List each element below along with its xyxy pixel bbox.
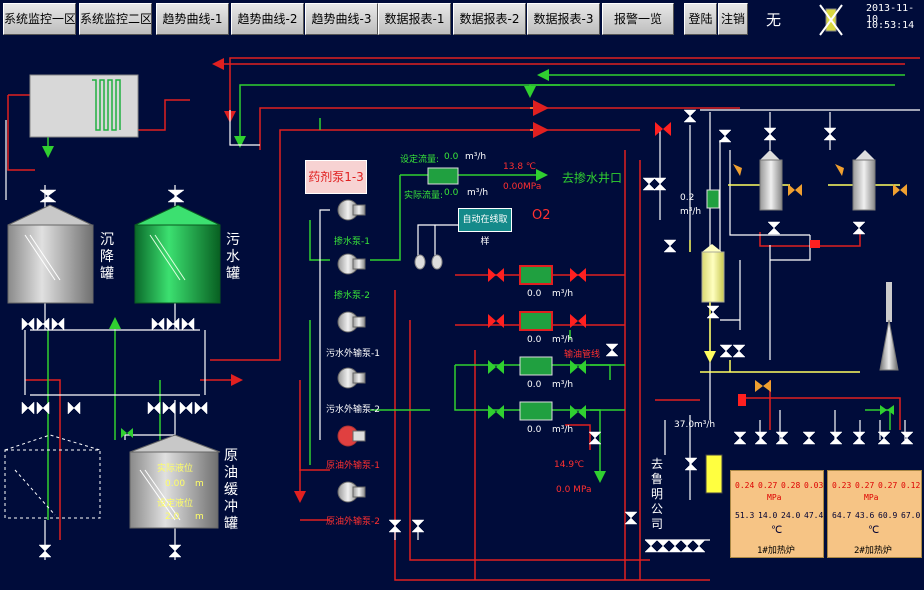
meter-1-unit: m³/h — [552, 289, 574, 299]
actual-flow-unit: m³/h — [467, 188, 489, 198]
oil-pipe-label: 输油管线 — [564, 350, 601, 360]
gas-flow2-value: 37.0 — [674, 420, 695, 430]
furnace-2-temp-3: 60.9 — [878, 511, 898, 520]
current-user: 无 — [766, 11, 782, 29]
oil-pressure: 0.0 MPa — [556, 485, 592, 495]
nav-button-monitor-1[interactable]: 系统监控一区 — [3, 3, 76, 35]
furnace-1-temp-1: 51.3 — [735, 511, 755, 520]
pump-label-sewage-1: 污水外输泵-1 — [326, 349, 380, 359]
furnace-1-pressure-unit: MPa — [767, 493, 782, 502]
pump-label-water-2: 掺水泵-2 — [334, 291, 370, 301]
top-toolbar: 系统监控一区 系统监控二区 趋势曲线-1 趋势曲线-2 趋势曲线-3 数据报表-… — [0, 0, 924, 40]
furnace-1-pressure-4: 0.03 — [804, 481, 824, 490]
meter-3-unit: m³/h — [552, 380, 574, 390]
set-flow-value: 0.0 — [444, 152, 459, 162]
furnace-1-name: 1#加热炉 — [757, 546, 795, 556]
o2-reading: O2 — [532, 208, 551, 223]
meter-4-value: 0.0 — [527, 425, 542, 435]
sewage-tank-label: 污水罐 — [226, 232, 240, 282]
nav-button-trend-3[interactable]: 趋势曲线-3 — [305, 3, 378, 35]
furnace-2-pressure-4: 0.12 — [901, 481, 921, 490]
buffer-set-level-label: 设定液位 — [157, 499, 194, 509]
oil-temperature: 14.9℃ — [554, 460, 585, 470]
buffer-set-level-value: 2.0 — [165, 512, 180, 522]
furnace-1-temp-unit: ℃ — [771, 525, 783, 536]
meter-3-value: 0.0 — [527, 380, 542, 390]
pump-label-crude-1: 原油外输泵-1 — [326, 461, 380, 471]
time-display: 10:53:14 — [866, 20, 915, 31]
actual-flow-value: 0.0 — [444, 188, 459, 198]
gas-flow2-unit: m³/h — [694, 420, 716, 430]
nav-button-report-2[interactable]: 数据报表-2 — [453, 3, 526, 35]
set-flow-unit: m³/h — [465, 152, 487, 162]
furnace-2-temp-unit: ℃ — [868, 525, 880, 536]
dosing-pressure: 0.00MPa — [503, 182, 542, 192]
furnace-2-pressure-1: 0.23 — [832, 481, 852, 490]
furnace-1-pressure-3: 0.28 — [781, 481, 801, 490]
buffer-tank-label: 原油缓冲罐 — [224, 448, 238, 532]
mute-alarm-icon[interactable] — [818, 3, 844, 37]
nav-button-monitor-2[interactable]: 系统监控二区 — [79, 3, 152, 35]
furnace-2-pressure-2: 0.27 — [855, 481, 875, 490]
nav-button-alarm-list[interactable]: 报警一览 — [602, 3, 674, 35]
auto-sampling-button[interactable]: 自动在线取样 — [458, 208, 512, 247]
actual-flow-label: 实际流量: — [404, 191, 444, 201]
furnace-1-pressure-2: 0.27 — [758, 481, 778, 490]
furnace-1-temp-2: 14.0 — [758, 511, 778, 520]
nav-button-report-3[interactable]: 数据报表-3 — [527, 3, 600, 35]
buffer-actual-level-value: 0.00 — [165, 479, 186, 489]
buffer-actual-level-label: 实际液位 — [157, 464, 194, 474]
set-flow-label: 设定流量: — [400, 155, 440, 165]
meter-4-unit: m³/h — [552, 425, 574, 435]
furnace-2-pressure-unit: MPa — [864, 493, 879, 502]
login-button[interactable]: 登陆 — [684, 3, 717, 35]
date-display: 2013-11-10 — [866, 3, 915, 25]
gas-flow-value: 0.2 — [680, 193, 695, 203]
gas-flow-unit: m³/h — [680, 207, 702, 217]
furnace-1-pressure-1: 0.24 — [735, 481, 755, 490]
nav-button-trend-2[interactable]: 趋势曲线-2 — [231, 3, 304, 35]
furnace-2-temp-4: 67.0 — [901, 511, 921, 520]
nav-button-report-1[interactable]: 数据报表-1 — [378, 3, 451, 35]
to-injection-well-label: 去掺水井口 — [562, 171, 623, 185]
furnace-2-name: 2#加热炉 — [854, 546, 892, 556]
meter-2-value: 0.0 — [527, 335, 542, 345]
dosing-temperature: 13.8 ℃ — [503, 162, 537, 172]
furnace-2-temp-2: 43.6 — [855, 511, 875, 520]
settling-tank-label: 沉降罐 — [100, 232, 114, 282]
furnace-1-temp-3: 24.0 — [781, 511, 801, 520]
dosing-pump-panel[interactable]: 药剂泵1-3 — [305, 160, 367, 194]
process-diagram — [4, 57, 920, 581]
meter-2-unit: m³/h — [552, 335, 574, 345]
nav-button-trend-1[interactable]: 趋势曲线-1 — [156, 3, 229, 35]
furnace-2-temp-1: 64.7 — [832, 511, 852, 520]
to-lumming-label: 去鲁明公司 — [651, 457, 664, 531]
pump-label-water-1: 掺水泵-1 — [334, 237, 370, 247]
buffer-actual-level-unit: m — [195, 479, 204, 489]
furnace-1-panel[interactable]: 0.24 0.27 0.28 0.03 MPa 51.3 14.0 24.0 4… — [730, 470, 824, 558]
logout-button[interactable]: 注销 — [718, 3, 748, 35]
furnace-2-panel[interactable]: 0.23 0.27 0.27 0.12 MPa 64.7 43.6 60.9 6… — [827, 470, 922, 558]
furnace-1-temp-4: 47.4 — [804, 511, 824, 520]
pump-label-sewage-2: 污水外输泵-2 — [326, 405, 380, 415]
meter-1-value: 0.0 — [527, 289, 542, 299]
furnace-2-pressure-3: 0.27 — [878, 481, 898, 490]
pump-label-crude-2: 原油外输泵-2 — [326, 517, 380, 527]
buffer-set-level-unit: m — [195, 512, 204, 522]
